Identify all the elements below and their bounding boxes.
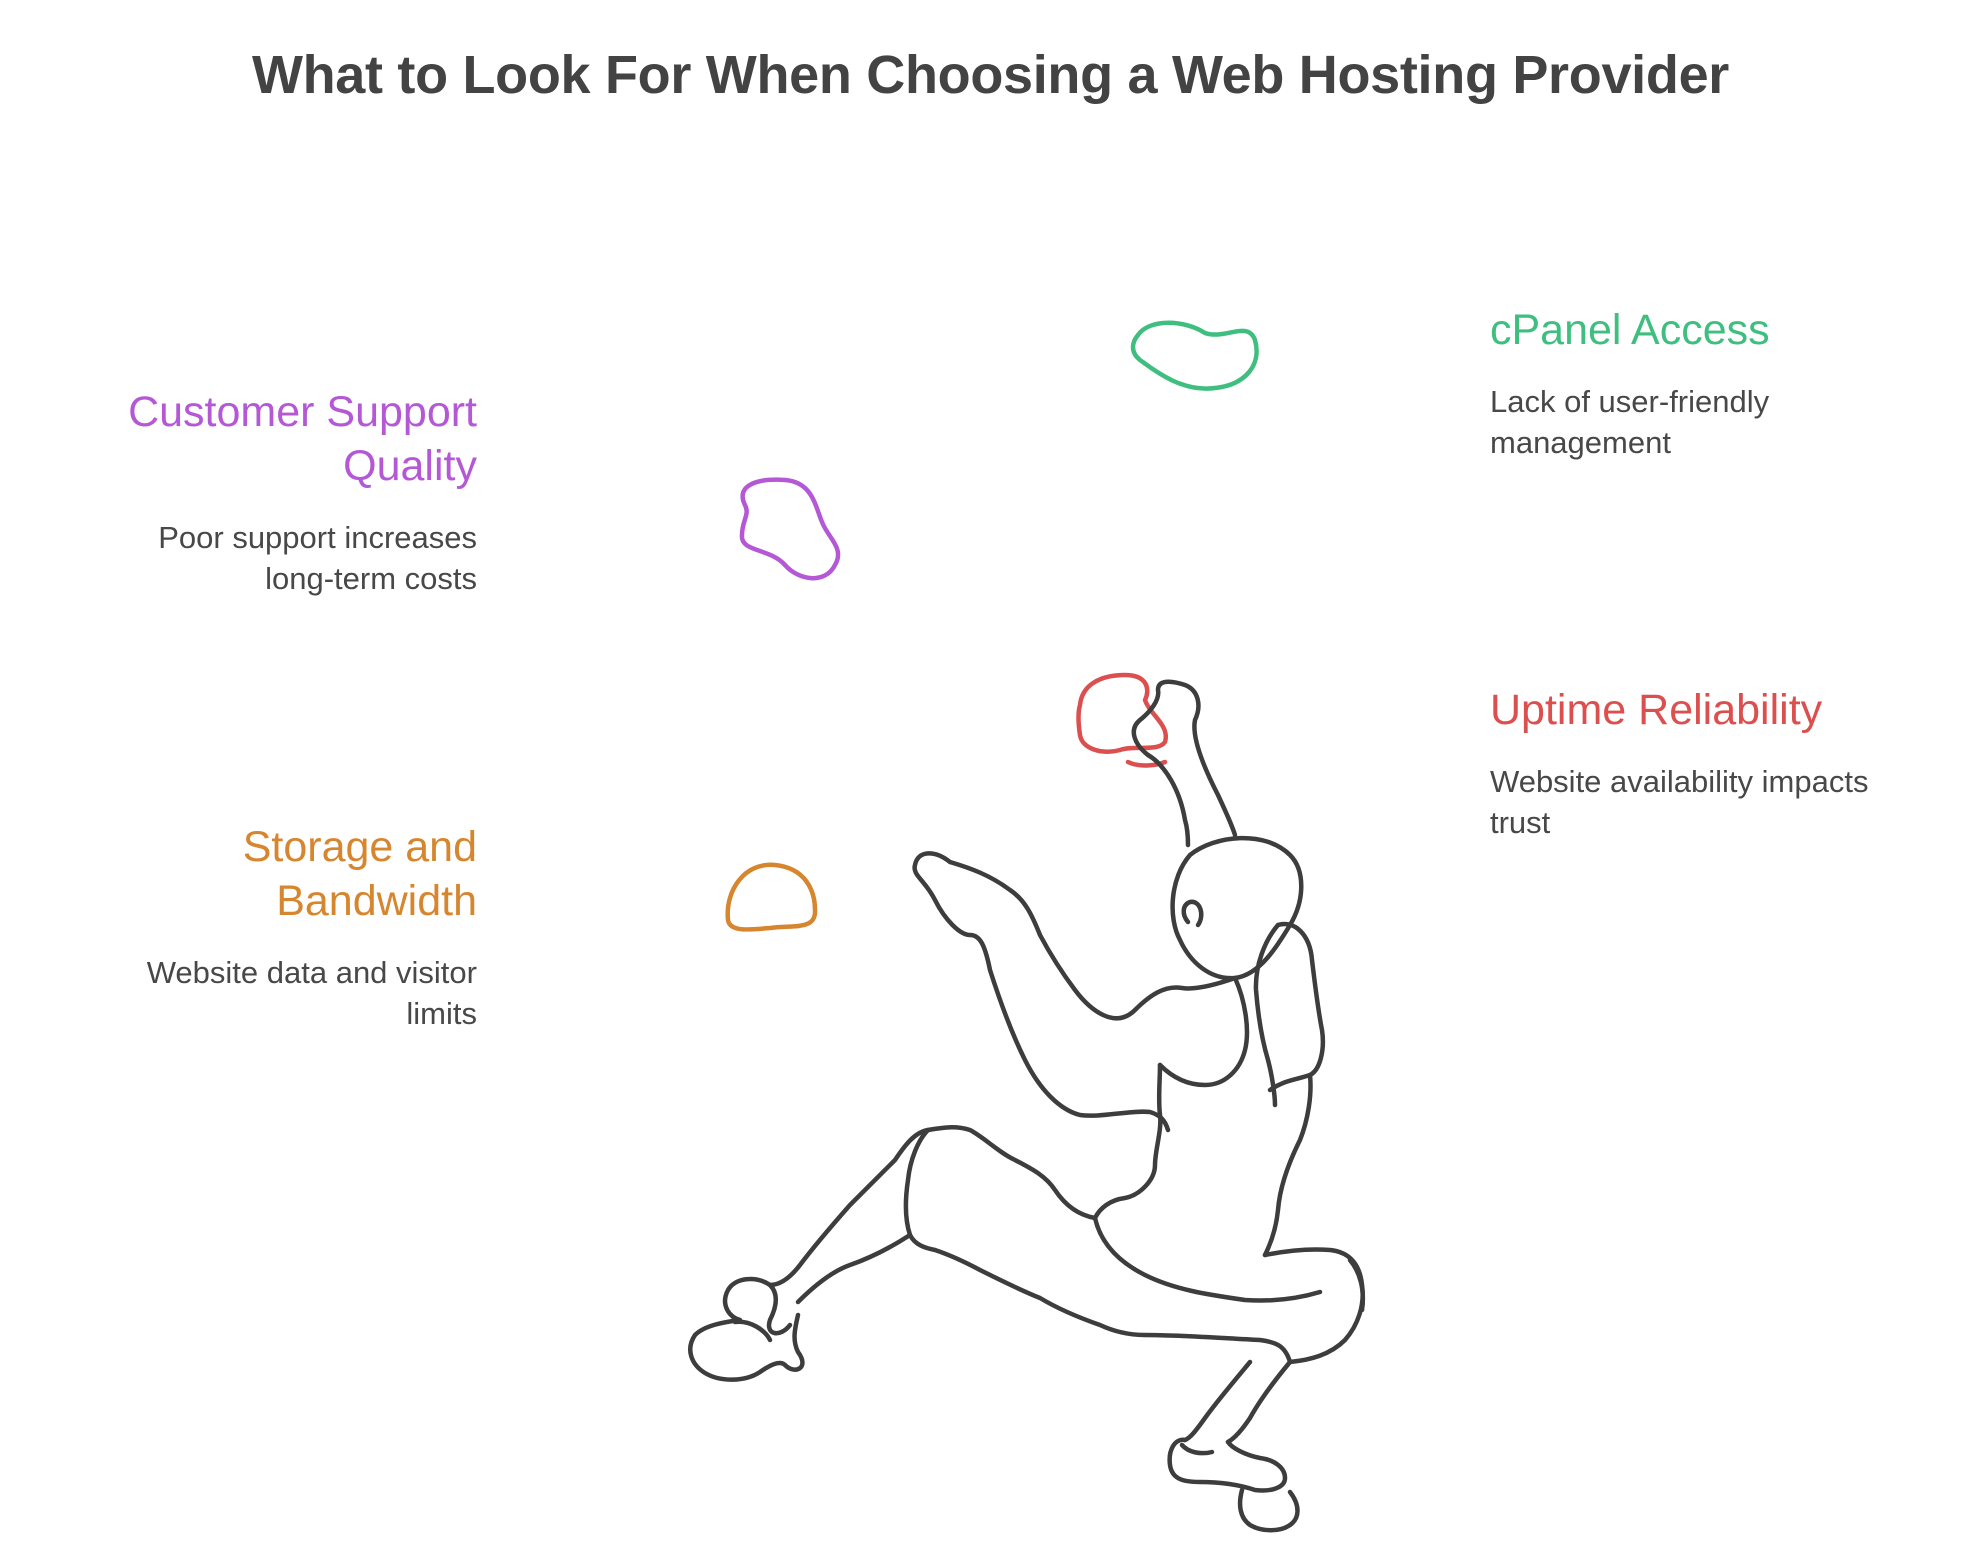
customer-support-description: Poor support increases long-term costs	[60, 517, 477, 599]
storage-desc-line1: Website data and visitor	[146, 955, 477, 990]
page-title: What to Look For When Choosing a Web Hos…	[251, 45, 1730, 105]
red-hold-icon	[1076, 672, 1169, 754]
item-cpanel-access: cPanel Access Lack of user-friendly mana…	[1490, 303, 1890, 463]
storage-desc-line2: limits	[406, 996, 477, 1031]
uptime-heading-line1: Uptime Reliability	[1490, 686, 1823, 734]
cpanel-desc-line2: management	[1490, 425, 1671, 460]
cpanel-desc-line1: Lack of user-friendly	[1490, 384, 1770, 419]
customer-support-heading: Customer Support Quality	[60, 385, 477, 493]
storage-heading: Storage and Bandwidth	[60, 820, 477, 928]
purple-hold-icon	[739, 477, 841, 581]
item-storage-bandwidth: Storage and Bandwidth Website data and v…	[60, 820, 477, 1034]
customer-support-desc-line1: Poor support increases	[158, 520, 477, 555]
customer-support-desc-line2: long-term costs	[265, 561, 477, 596]
cpanel-description: Lack of user-friendly management	[1490, 381, 1890, 463]
customer-support-heading-line1: Customer Support	[128, 388, 477, 436]
climber-figure	[688, 679, 1366, 1533]
uptime-description: Website availability impacts trust	[1490, 761, 1960, 843]
storage-heading-line2: Bandwidth	[276, 877, 477, 925]
cpanel-heading: cPanel Access	[1490, 303, 1890, 357]
item-customer-support: Customer Support Quality Poor support in…	[60, 385, 477, 599]
red-hold-grip-mark	[1125, 759, 1168, 768]
uptime-desc-line2: trust	[1490, 805, 1551, 840]
cpanel-heading-line1: cPanel Access	[1490, 306, 1770, 354]
customer-support-heading-line2: Quality	[343, 442, 477, 490]
green-hold-icon	[1130, 320, 1259, 391]
storage-description: Website data and visitor limits	[60, 952, 477, 1034]
item-uptime-reliability: Uptime Reliability Website availability …	[1490, 683, 1960, 843]
uptime-desc-line1: Website availability impacts	[1490, 764, 1869, 799]
uptime-heading: Uptime Reliability	[1490, 683, 1960, 737]
storage-heading-line1: Storage and	[242, 823, 477, 871]
orange-hold-icon	[725, 862, 818, 932]
